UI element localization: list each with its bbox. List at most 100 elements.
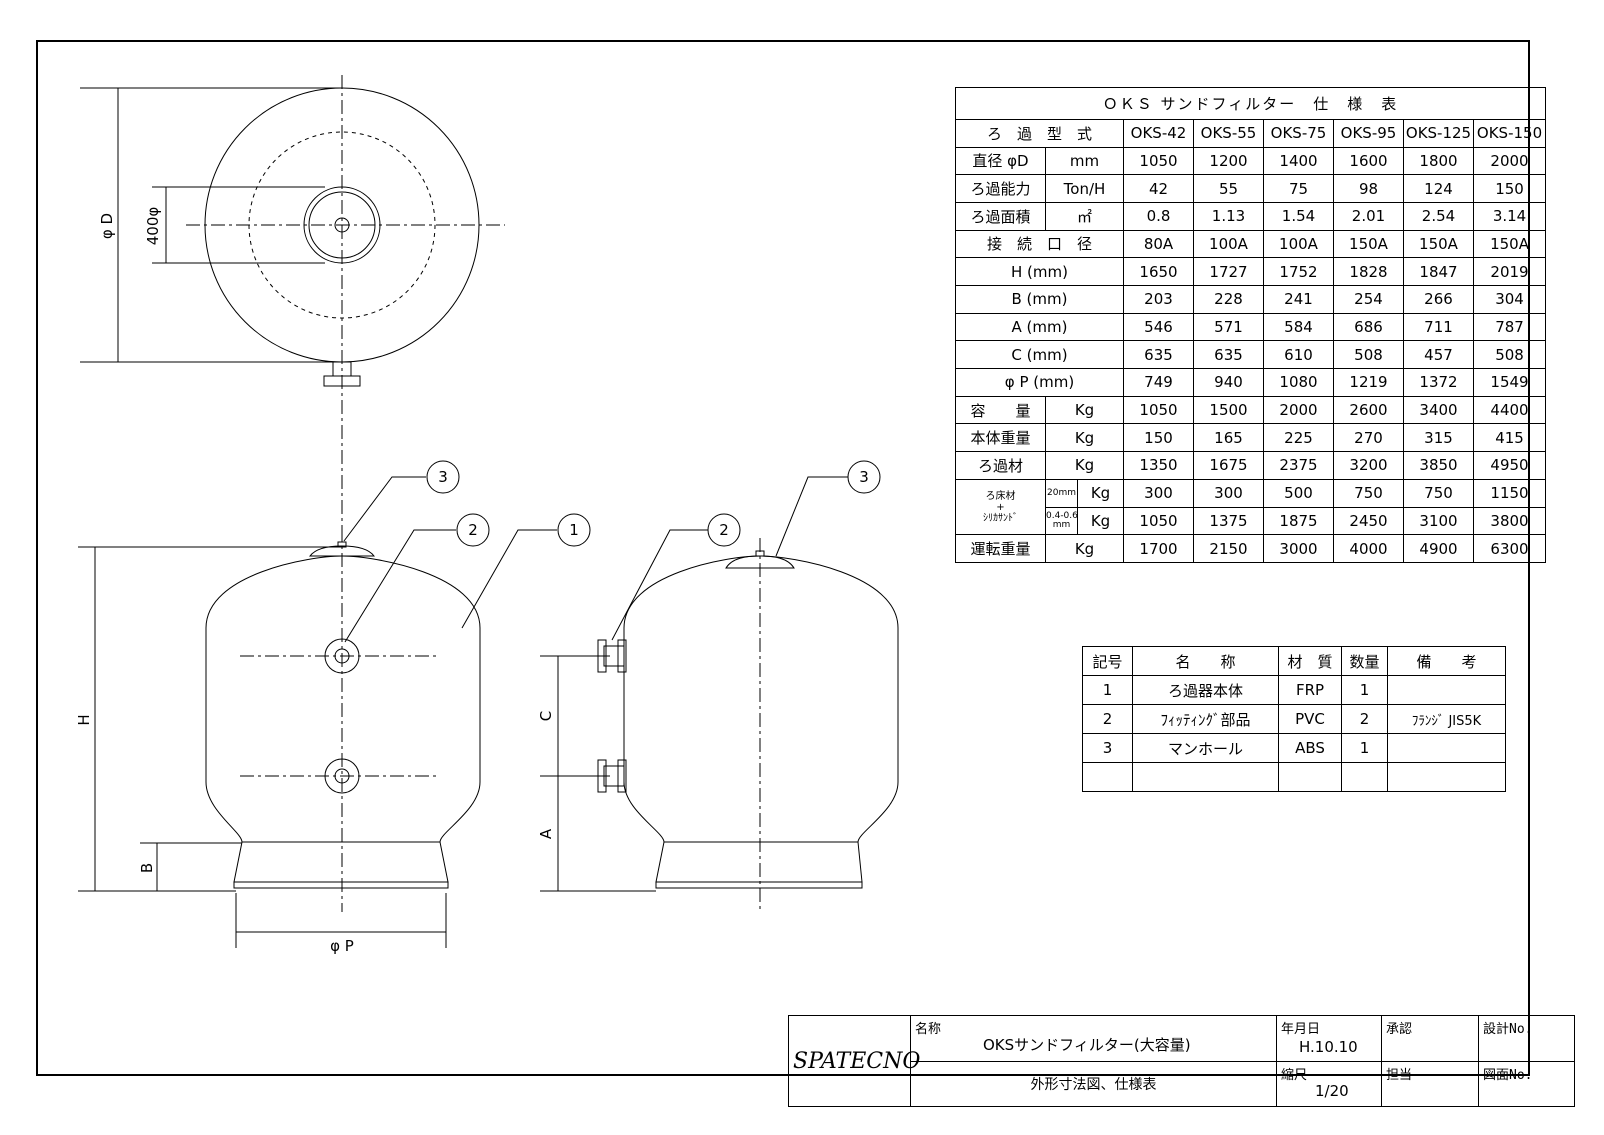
- spec-row-value: 546: [1123, 312, 1194, 342]
- spec-model-row: ろ 過 型 式 OKS-42 OKS-55 OKS-75 OKS-95 OKS-…: [955, 118, 1547, 148]
- spec-row-value: 1800: [1403, 146, 1474, 176]
- spec-row-value: 1050: [1123, 395, 1194, 425]
- spec-row-value: 75: [1263, 174, 1334, 203]
- callout-2-front: [456, 513, 490, 547]
- parts-cell: FRP: [1278, 675, 1342, 705]
- callout-text-2-front: 2: [468, 521, 478, 539]
- parts-cell: 2: [1082, 704, 1133, 734]
- spec-row-value: 2.54: [1403, 201, 1474, 231]
- spec-row-value: 2019: [1472, 257, 1547, 286]
- spec-row-value: 100A: [1193, 229, 1264, 259]
- spec-row-value: 2600: [1333, 395, 1404, 425]
- side-flange-upper-b: [617, 639, 627, 673]
- spec-op-weight-row: 運転重量 Kg 1700 2150 3000 4000 4900 6300: [955, 534, 1547, 563]
- tb-approval-cell: 承認: [1381, 1015, 1479, 1062]
- parts-cell: 1: [1341, 675, 1388, 705]
- spec-row-value: 787: [1472, 312, 1547, 342]
- company-logo: SPATECNO: [788, 1015, 920, 1107]
- spec-row-value: 686: [1333, 312, 1404, 342]
- spec-row-value: 55: [1193, 174, 1264, 203]
- parts-header: 記号: [1082, 646, 1133, 676]
- side-tank-body: [623, 555, 899, 843]
- callout-text-1-front: 1: [569, 521, 579, 539]
- spec-row-value: 1727: [1193, 257, 1264, 286]
- spec-bed-unit-2: Kg: [1077, 506, 1124, 536]
- tb-charge-label: 担当: [1386, 1068, 1413, 1083]
- label-a: A: [537, 828, 555, 839]
- spec-row-value: 940: [1193, 368, 1264, 397]
- front-view: [78, 460, 591, 948]
- spec-row-value: 1.54: [1263, 201, 1334, 231]
- spec-bed-label: ろ床材 + ｼﾘｶｻﾝﾄﾞ: [955, 478, 1046, 536]
- spec-row-value: 584: [1263, 312, 1334, 342]
- spec-bed-value: 500: [1263, 478, 1334, 508]
- parts-cell: 2: [1341, 704, 1388, 734]
- tb-scale-value: 1/20: [1315, 1082, 1349, 1100]
- tb-design-no-label: 設計No.: [1483, 1022, 1533, 1037]
- spec-bed-value: 300: [1193, 478, 1264, 508]
- callout-text-3-side: 3: [859, 468, 869, 486]
- spec-bed-label-plus: +: [996, 501, 1005, 513]
- spec-op-label: 運転重量: [955, 534, 1046, 563]
- parts-cell: 1: [1341, 733, 1388, 763]
- front-base-plate: [233, 881, 449, 889]
- tb-date-cell: 年月日 H.10.10: [1276, 1015, 1382, 1062]
- spec-row-label: H (mm): [955, 257, 1124, 286]
- spec-row-value: 508: [1472, 340, 1547, 369]
- spec-row-label: C (mm): [955, 340, 1124, 369]
- spec-op-value: 4900: [1403, 534, 1474, 563]
- tb-name-value: OKSサンドフィルター(大容量): [983, 1036, 1191, 1054]
- callout-3-side: [847, 460, 881, 494]
- tb-name-label: 名称: [915, 1022, 942, 1037]
- spec-row-value: 254: [1333, 284, 1404, 314]
- side-flange-lower-b: [617, 759, 627, 793]
- spec-model: OKS-42: [1123, 118, 1194, 148]
- spec-model-label: ろ 過 型 式: [955, 118, 1124, 148]
- spec-op-value: 6300: [1472, 534, 1547, 563]
- spec-row-value: 635: [1193, 340, 1264, 369]
- callout-text-2-side: 2: [719, 521, 729, 539]
- spec-row-value: 635: [1123, 340, 1194, 369]
- spec-bed-value: 2450: [1333, 506, 1404, 536]
- spec-model: OKS-150: [1472, 118, 1547, 148]
- spec-bed-value: 750: [1333, 478, 1404, 508]
- spec-op-value: 1700: [1123, 534, 1194, 563]
- spec-row-value: 3850: [1403, 451, 1474, 480]
- spec-row-value: 124: [1403, 174, 1474, 203]
- spec-row-value: 42: [1123, 174, 1194, 203]
- spec-row-value: 1.13: [1193, 201, 1264, 231]
- spec-row-label: 本体重量: [955, 423, 1046, 453]
- spec-row-value: 150: [1123, 423, 1194, 453]
- spec-row-unit: mm: [1045, 146, 1124, 176]
- front-tank-body: [205, 555, 481, 843]
- spec-row-value: 1200: [1193, 146, 1264, 176]
- spec-row-unit: ㎡: [1045, 201, 1124, 231]
- spec-row-value: 2375: [1263, 451, 1334, 480]
- spec-model: OKS-55: [1193, 118, 1264, 148]
- parts-header: 数量: [1341, 646, 1388, 676]
- spec-row-label: 接 続 口 径: [955, 229, 1124, 259]
- label-c: C: [537, 711, 555, 721]
- leader-1-front: [461, 529, 557, 629]
- parts-header: 材 質: [1278, 646, 1342, 676]
- label-b: B: [138, 863, 156, 873]
- spec-row-value: 1828: [1333, 257, 1404, 286]
- spec-row-value: 150: [1472, 174, 1547, 203]
- spec-row-value: 415: [1472, 423, 1547, 453]
- parts-cell: [1082, 762, 1133, 792]
- spec-row-value: 3400: [1403, 395, 1474, 425]
- spec-bed-row-1: ろ床材 + ｼﾘｶｻﾝﾄﾞ 20mm Kg 300 300 500 750 75…: [955, 478, 1547, 536]
- parts-cell: ABS: [1278, 733, 1342, 763]
- parts-row: [1082, 762, 1506, 792]
- spec-bed-value: 1375: [1193, 506, 1264, 536]
- top-view: [80, 75, 505, 528]
- leader-3-front: [343, 476, 426, 542]
- spec-row-unit: Kg: [1045, 451, 1124, 480]
- spec-bed-value: 1875: [1263, 506, 1334, 536]
